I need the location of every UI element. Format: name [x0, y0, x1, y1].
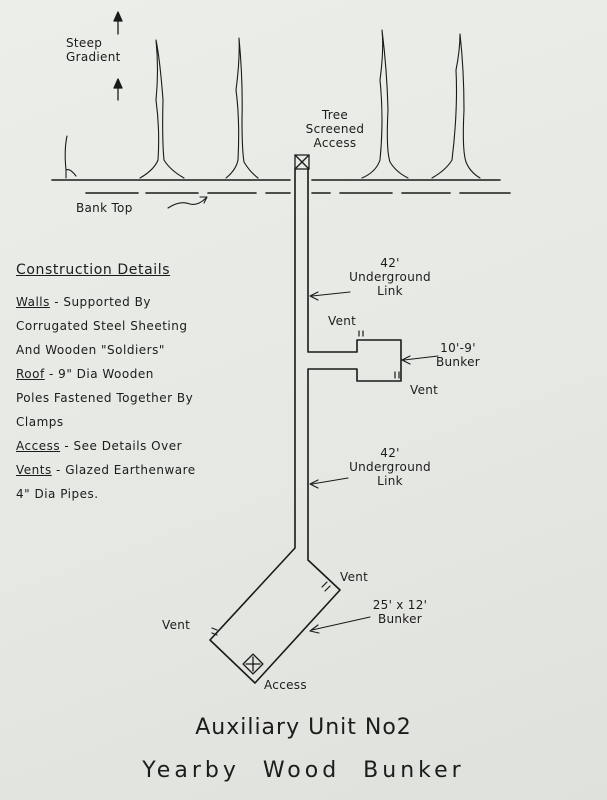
- walls-line-3: And Wooden "Soldiers": [16, 343, 165, 357]
- small-bunker-vent-side-label: Vent: [410, 383, 439, 397]
- walls-line-1: Walls - Supported By: [16, 295, 151, 309]
- bank-top-label: Bank Top: [76, 201, 133, 215]
- title-line-1: Auxiliary Unit No2: [195, 715, 412, 740]
- vents-line-1: Vents - Glazed Earthenware: [16, 463, 196, 477]
- small-bunker-label: 10'-9' Bunker: [435, 341, 481, 369]
- tree-screened-access-label: Tree Screened Access: [305, 108, 365, 150]
- vents-line-2: 4" Dia Pipes.: [16, 487, 99, 501]
- small-bunker-vent-top-label: Vent: [328, 314, 357, 328]
- roof-line-3: Clamps: [16, 415, 64, 429]
- vent-marks: [211, 330, 400, 636]
- roof-line-1: Roof - 9" Dia Wooden: [16, 367, 154, 381]
- construction-details: Construction Details Walls - Supported B…: [16, 262, 276, 506]
- bottom-access-label: Access: [264, 678, 307, 692]
- large-bunker-label: 25' x 12' Bunker: [372, 598, 428, 626]
- roof-line-2: Poles Fastened Together By: [16, 391, 194, 405]
- top-access-hatch: [294, 154, 310, 170]
- tunnel-outline: [209, 168, 402, 684]
- bottom-access-hatch: [242, 653, 264, 675]
- steep-gradient-label: Steep Gradient: [66, 36, 121, 64]
- walls-line-2: Corrugated Steel Sheeting: [16, 319, 188, 333]
- large-bunker-vent-left-label: Vent: [162, 618, 191, 632]
- lower-link-label: 42' Underground Link: [349, 446, 431, 488]
- access-line-1: Access - See Details Over: [16, 439, 183, 453]
- bank-top-pointer: [167, 196, 208, 209]
- title-line-2: Yearby Wood Bunker: [142, 758, 465, 783]
- tree-outlines: [64, 29, 481, 179]
- construction-heading: Construction Details: [16, 262, 171, 278]
- upper-link-label: 42' Underground Link: [349, 256, 431, 298]
- large-bunker-vent-right-label: Vent: [340, 570, 369, 584]
- leader-arrows: [309, 291, 439, 634]
- steep-gradient-arrows: [113, 11, 123, 101]
